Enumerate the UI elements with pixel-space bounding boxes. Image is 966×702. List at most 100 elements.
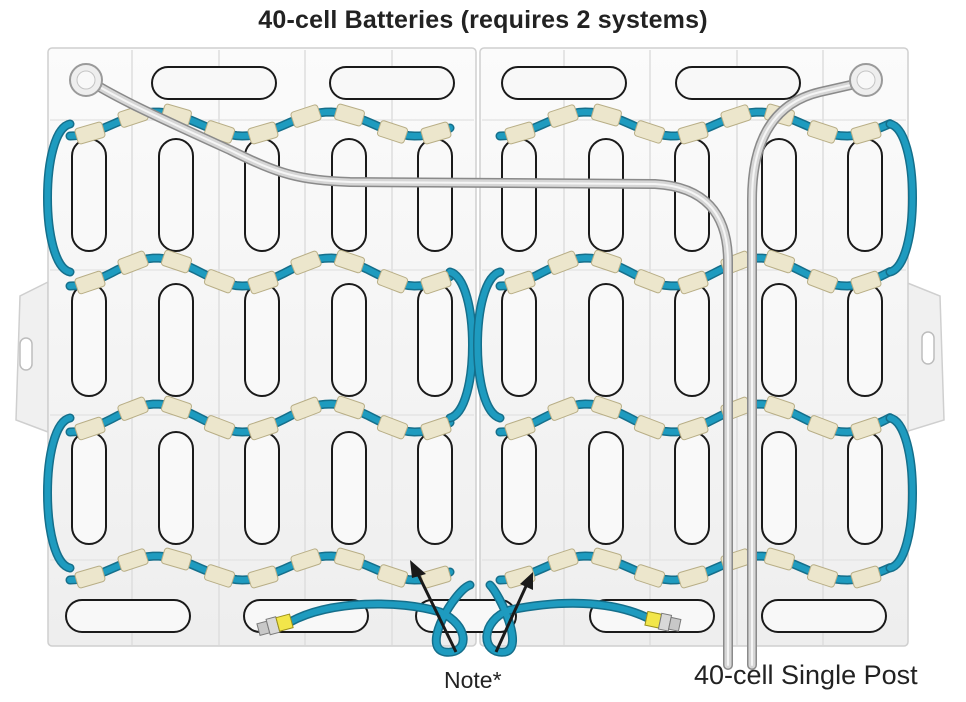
cell-post bbox=[158, 138, 194, 252]
jumper-loop-center-left-core bbox=[447, 269, 476, 421]
jumper-sleeve bbox=[806, 269, 839, 294]
jumper-sleeve bbox=[591, 103, 622, 127]
jumper-sleeve bbox=[290, 250, 322, 275]
jumper-sleeve bbox=[74, 121, 106, 145]
jumper-sleeve bbox=[247, 270, 279, 295]
holder-slot bbox=[151, 66, 277, 100]
jumper-sleeve bbox=[504, 270, 536, 295]
jumper-sleeve bbox=[74, 416, 106, 441]
jumper-sleeve bbox=[633, 120, 666, 144]
jumper-sleeve bbox=[590, 395, 623, 420]
cell-post bbox=[674, 431, 710, 545]
jumper-sleeve bbox=[677, 270, 709, 295]
jumper-sleeve bbox=[547, 104, 579, 128]
jumper-sleeve bbox=[591, 547, 622, 571]
cell-post bbox=[501, 283, 537, 397]
jumper-sleeve bbox=[247, 416, 279, 441]
cell-post bbox=[674, 283, 710, 397]
diagram-title: 40-cell Batteries (requires 2 systems) bbox=[258, 6, 708, 34]
jumper-sleeve bbox=[420, 416, 452, 441]
cell-post bbox=[847, 138, 883, 252]
jumper-sleeve bbox=[633, 269, 666, 294]
cell-post bbox=[244, 431, 280, 545]
jumper-sleeve bbox=[633, 564, 666, 588]
jumper-sleeve bbox=[420, 121, 452, 145]
jumper-sleeve bbox=[376, 415, 409, 440]
jumper-sleeve bbox=[334, 547, 365, 571]
left-tab-slot bbox=[19, 337, 33, 371]
jumper-sleeve bbox=[117, 250, 149, 275]
holder-slot bbox=[329, 66, 455, 100]
cell-post bbox=[244, 283, 280, 397]
cell-post bbox=[417, 283, 453, 397]
jumper-loop-right-top-core bbox=[887, 121, 916, 275]
jumper-sleeve bbox=[547, 396, 579, 421]
jumper-sleeve bbox=[334, 103, 365, 127]
jumper-loop-left-top-core bbox=[44, 121, 73, 275]
cell-post bbox=[501, 431, 537, 545]
jumper-sleeve bbox=[764, 547, 795, 571]
cell-post bbox=[417, 138, 453, 252]
holder-slot bbox=[65, 599, 191, 633]
jumper-sleeve bbox=[850, 270, 882, 295]
cell-post bbox=[331, 138, 367, 252]
cell-post bbox=[847, 283, 883, 397]
jumper-sleeve bbox=[161, 547, 192, 571]
jumper-sleeve bbox=[763, 249, 796, 274]
jumper-sleeve bbox=[420, 270, 452, 295]
single-post-label: 40-cell Single Post bbox=[694, 660, 918, 690]
jumper-sleeve bbox=[376, 564, 409, 588]
jumper-sleeve bbox=[547, 250, 579, 275]
jumper-sleeve bbox=[677, 121, 709, 145]
jumper-sleeve bbox=[850, 416, 882, 441]
cell-post bbox=[847, 431, 883, 545]
cell-posts bbox=[71, 138, 883, 545]
jumper-sleeve bbox=[720, 104, 752, 128]
jumper-sleeve bbox=[677, 565, 709, 589]
cell-post bbox=[158, 431, 194, 545]
jumper-sleeve bbox=[504, 416, 536, 441]
jumper-sleeve bbox=[333, 395, 366, 420]
cell-post bbox=[501, 138, 537, 252]
jumper-loop-left-bottom-core bbox=[44, 415, 73, 571]
main-lead-cables bbox=[83, 75, 869, 670]
jumper-sleeve bbox=[590, 249, 623, 274]
jumper-sleeve bbox=[247, 565, 279, 589]
cell-post bbox=[761, 431, 797, 545]
connector-right-icon bbox=[644, 610, 682, 632]
jumper-sleeve bbox=[633, 415, 666, 440]
cell-post bbox=[158, 283, 194, 397]
jumper-sleeve bbox=[806, 120, 839, 144]
jumper-sleeve bbox=[290, 104, 322, 128]
jumper-sleeve bbox=[547, 548, 579, 572]
note-arrows bbox=[410, 560, 533, 653]
jumper-sleeve bbox=[850, 565, 882, 589]
jumper-sleeve bbox=[117, 396, 149, 421]
cell-post bbox=[588, 431, 624, 545]
jumper-loop-center-right-core bbox=[474, 269, 503, 421]
jumper-sleeve bbox=[203, 269, 236, 294]
cell-post bbox=[331, 431, 367, 545]
jumper-sleeve bbox=[806, 564, 839, 588]
holder-slot bbox=[675, 66, 801, 100]
jumper-sleeve bbox=[290, 396, 322, 421]
jumper-sleeve bbox=[677, 416, 709, 441]
jumper-sleeve bbox=[74, 270, 106, 295]
jumper-sleeve bbox=[806, 415, 839, 440]
note-arrow-right bbox=[494, 583, 529, 653]
jumper-sleeve bbox=[203, 415, 236, 440]
holder-slot bbox=[761, 599, 887, 633]
jumper-cables bbox=[43, 103, 917, 657]
jumper-sleeve bbox=[203, 564, 236, 588]
cell-post bbox=[71, 283, 107, 397]
cell-post bbox=[588, 283, 624, 397]
cell-post bbox=[761, 138, 797, 252]
jumper-sleeve bbox=[850, 121, 882, 145]
connector-left-icon bbox=[256, 613, 294, 637]
cell-post bbox=[761, 283, 797, 397]
cell-post bbox=[417, 431, 453, 545]
jumper-sleeve bbox=[117, 548, 149, 572]
holder-slot bbox=[501, 66, 627, 100]
jumper-loop-right-bottom-core bbox=[887, 415, 916, 571]
